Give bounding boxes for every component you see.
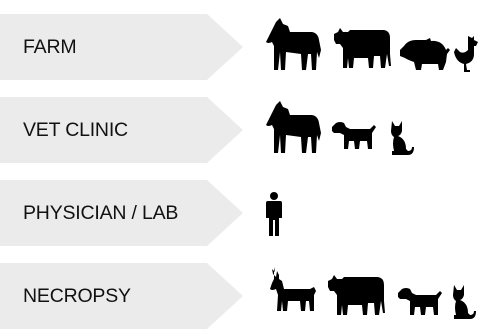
horse-icon [266,18,321,70]
arrow-tag [0,263,243,329]
cow-icon [334,28,391,68]
arrow-tag [0,14,243,80]
row-vet-clinic: VET CLINIC [0,97,497,163]
row-label: FARM [23,36,77,58]
row-necropsy: NECROPSY [0,263,497,329]
cat-icon [453,285,476,319]
chicken-icon [454,36,478,72]
arrow-tag [0,180,243,246]
cow-icon [328,275,385,315]
dog-icon [398,288,442,315]
row-physician-lab: PHYSICIAN / LAB [0,180,497,246]
pig-icon [400,38,450,70]
arrow-tag [0,97,243,163]
row-farm: FARM [0,14,497,80]
horse-icon [266,101,321,153]
dog-icon [332,122,376,149]
row-label: VET CLINIC [23,119,128,141]
deer-icon [270,267,316,311]
cat-icon [391,121,414,155]
row-label: PHYSICIAN / LAB [23,202,179,224]
person-icon [266,192,282,236]
row-label: NECROPSY [23,285,131,307]
